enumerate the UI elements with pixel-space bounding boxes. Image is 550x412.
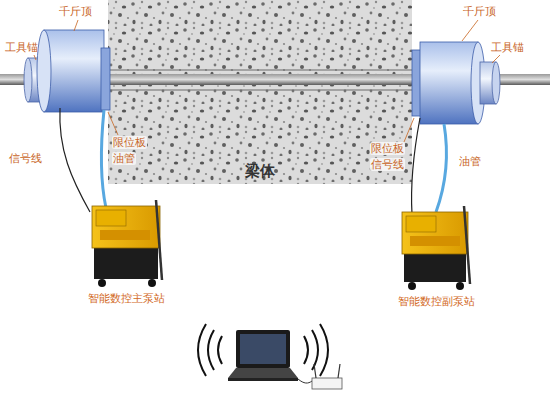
node-text: 梁体 <box>108 162 412 181</box>
jack-label: 千斤顶 <box>462 5 497 18</box>
limit-plate-label: 限位板 <box>112 136 147 149</box>
signal-line-label: 信号线 <box>8 152 43 165</box>
beam-body: 梁体 <box>108 0 412 184</box>
main-pump-station: 智能数控主泵站 <box>66 195 186 313</box>
signal-line-label: 信号线 <box>370 158 405 171</box>
node-text: 智能数控主泵站 <box>66 291 186 306</box>
tool-anchor-label: 工具锚 <box>490 41 525 54</box>
jack-label: 千斤顶 <box>58 5 93 18</box>
node-text: 智能数控副泵站 <box>376 294 496 309</box>
oil-pipe-label: 油管 <box>458 155 482 168</box>
tool-anchor-label: 工具锚 <box>4 41 39 54</box>
oil-pipe-label: 油管 <box>112 152 136 165</box>
limit-plate-label: 限位板 <box>370 142 405 155</box>
sub-pump-station: 智能数控副泵站 <box>376 200 496 315</box>
